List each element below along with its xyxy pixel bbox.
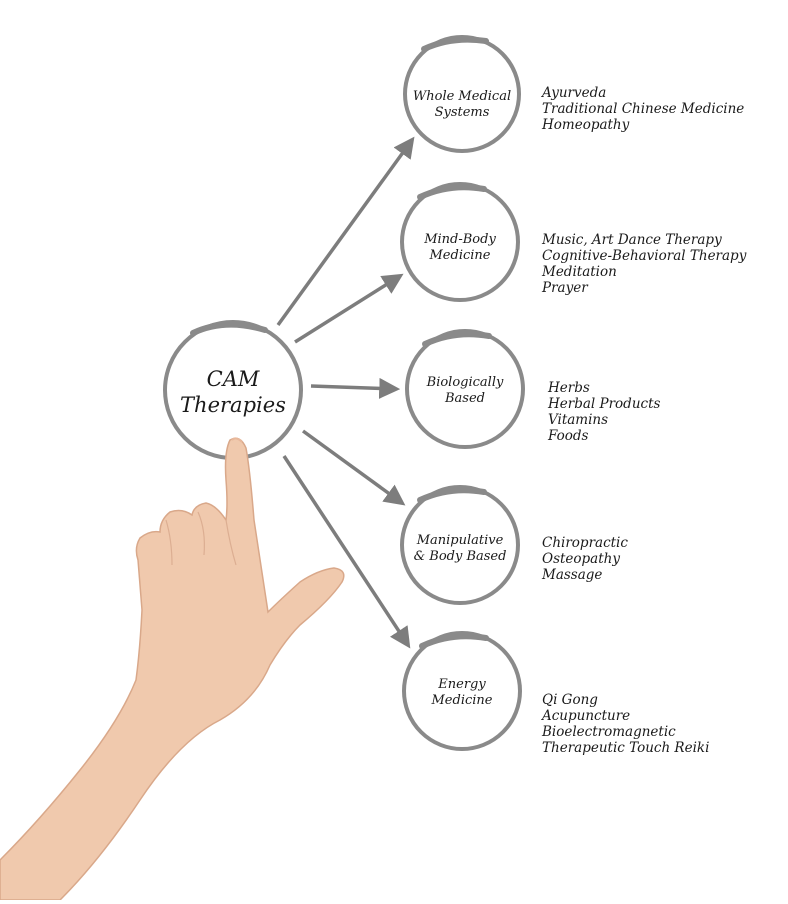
- center-label: CAM Therapies: [163, 366, 303, 418]
- list-item: Prayer: [542, 280, 588, 296]
- list-item: Homeopathy: [542, 117, 630, 133]
- list-item: Music, Art Dance Therapy: [542, 232, 722, 248]
- node-label-line: Systems: [434, 105, 490, 120]
- list-item: Foods: [548, 428, 589, 444]
- list-energy-medicine: Qi Gong Acupuncture Bioelectromagnetic T…: [542, 692, 709, 756]
- list-manipulative-body-based: Chiropractic Osteopathy Massage: [542, 535, 628, 583]
- list-item: Massage: [542, 567, 603, 583]
- node-label-line: Manipulative: [416, 533, 504, 548]
- center-label-line1: CAM: [206, 367, 260, 391]
- circle-swoosh: [417, 184, 487, 200]
- center-label-line2: Therapies: [180, 393, 286, 417]
- list-item: Osteopathy: [542, 551, 620, 567]
- node-label-line: Medicine: [431, 693, 493, 708]
- list-item: Qi Gong: [542, 692, 598, 708]
- circle-biologically-based: [405, 329, 525, 449]
- node-label-line: Whole Medical: [412, 89, 512, 104]
- circle-swoosh: [421, 36, 489, 52]
- node-label-manipulative-body-based: Manipulative & Body Based: [403, 533, 517, 565]
- list-item: Meditation: [542, 264, 617, 280]
- node-label-biologically-based: Biologically Based: [408, 375, 522, 407]
- list-item: Chiropractic: [542, 535, 628, 551]
- circle-energy-medicine: [402, 631, 522, 751]
- node-label-line: Mind-Body: [424, 232, 496, 247]
- list-item: Acupuncture: [542, 708, 631, 724]
- list-item: Herbal Products: [548, 396, 661, 412]
- node-label-energy-medicine: Energy Medicine: [405, 677, 519, 709]
- arrow-to-energy-medicine: [282, 455, 411, 649]
- list-item: Therapeutic Touch Reiki: [542, 740, 710, 756]
- circle-swoosh: [422, 331, 492, 347]
- pointing-hand-image: [0, 437, 345, 901]
- list-item: Herbs: [548, 380, 590, 396]
- list-biologically-based: Herbs Herbal Products Vitamins Foods: [548, 380, 660, 444]
- node-label-line: Energy: [438, 677, 486, 692]
- list-mind-body-medicine: Music, Art Dance Therapy Cognitive-Behav…: [542, 232, 746, 296]
- arrow-to-manipulative-body-based: [301, 429, 406, 506]
- node-label-line: & Body Based: [413, 549, 507, 564]
- circle-mind-body-medicine: [400, 182, 520, 302]
- list-item: Traditional Chinese Medicine: [542, 101, 745, 117]
- node-label-line: Medicine: [429, 248, 491, 263]
- center-circle-swoosh: [190, 321, 268, 336]
- list-item: Bioelectromagnetic: [542, 724, 676, 740]
- arrow-to-mind-body-medicine: [294, 273, 404, 344]
- list-whole-medical-systems: Ayurveda Traditional Chinese Medicine Ho…: [542, 85, 744, 133]
- node-label-whole-medical-systems: Whole Medical Systems: [405, 89, 519, 121]
- node-label-mind-body-medicine: Mind-Body Medicine: [403, 232, 517, 264]
- node-label-line: Biologically: [426, 375, 504, 390]
- circle-swoosh: [417, 487, 487, 503]
- list-item: Ayurveda: [542, 85, 607, 101]
- node-label-line: Based: [445, 391, 485, 406]
- arrow-to-whole-medical-systems: [276, 136, 415, 327]
- list-item: Cognitive-Behavioral Therapy: [542, 248, 747, 264]
- circle-manipulative-body-based: [400, 485, 520, 605]
- circle-swoosh: [419, 633, 489, 649]
- arrow-to-biologically-based: [310, 377, 401, 399]
- list-item: Vitamins: [548, 412, 609, 428]
